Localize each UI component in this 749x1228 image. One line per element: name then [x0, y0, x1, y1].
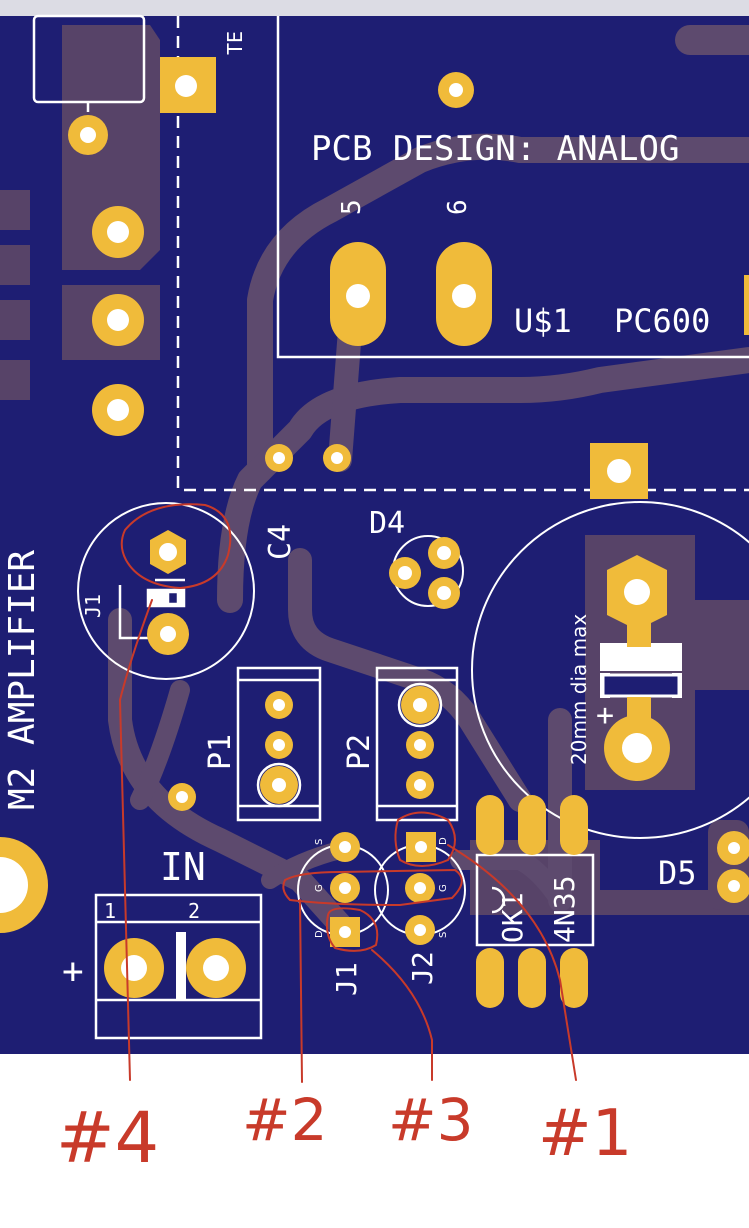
j2-pin-s: S [438, 932, 449, 938]
part-4n35-label: 4N35 [548, 876, 581, 943]
plus-cap-label: + [596, 698, 614, 733]
annotation-3: #3 [388, 1086, 474, 1154]
u1-label: U$1 [514, 302, 572, 340]
terminal-pin2-label: 2 [188, 899, 200, 923]
d4-label: D4 [369, 506, 405, 541]
dia-label: 20mm dia max [567, 614, 591, 765]
window-top-bar [0, 0, 749, 16]
annotation-2: #2 [242, 1086, 328, 1154]
amplifier-label: M2 AMPLIFIER [2, 550, 43, 810]
annotation-4: #4 [56, 1097, 159, 1179]
j2-pin-g: G [438, 884, 449, 892]
j1-pin-s: S [314, 839, 325, 845]
j1-pin-d: D [314, 930, 325, 938]
ok1-label: OK1 [496, 892, 529, 943]
pc600-label: PC600 [614, 302, 710, 340]
p1-label: P1 [203, 734, 238, 770]
terminal-pin1-label: 1 [104, 899, 116, 923]
j1-top-label: J1 [81, 594, 105, 618]
d5-label: D5 [658, 854, 697, 892]
pin5-label: 5 [337, 199, 367, 215]
j2-pin-d: D [438, 837, 449, 845]
j2-label: J2 [406, 951, 439, 985]
in-label: IN [160, 845, 206, 889]
p2-label: P2 [342, 734, 377, 770]
annotation-1: #1 [538, 1097, 632, 1171]
plus-terminal-label: + [62, 951, 84, 992]
pcb-title-text: PCB DESIGN: ANALOG [311, 129, 679, 169]
j1-label: J1 [330, 962, 363, 996]
pin6-label: 6 [443, 199, 473, 215]
j1-pin-g: G [314, 884, 325, 892]
te-label: TE [223, 31, 247, 55]
c4-label: C4 [263, 524, 298, 560]
hand-annotations [118, 503, 577, 1083]
pcb-board: PCB DESIGN: ANALOG TE 5 6 U$1 PC600 M2 A… [0, 14, 749, 1054]
